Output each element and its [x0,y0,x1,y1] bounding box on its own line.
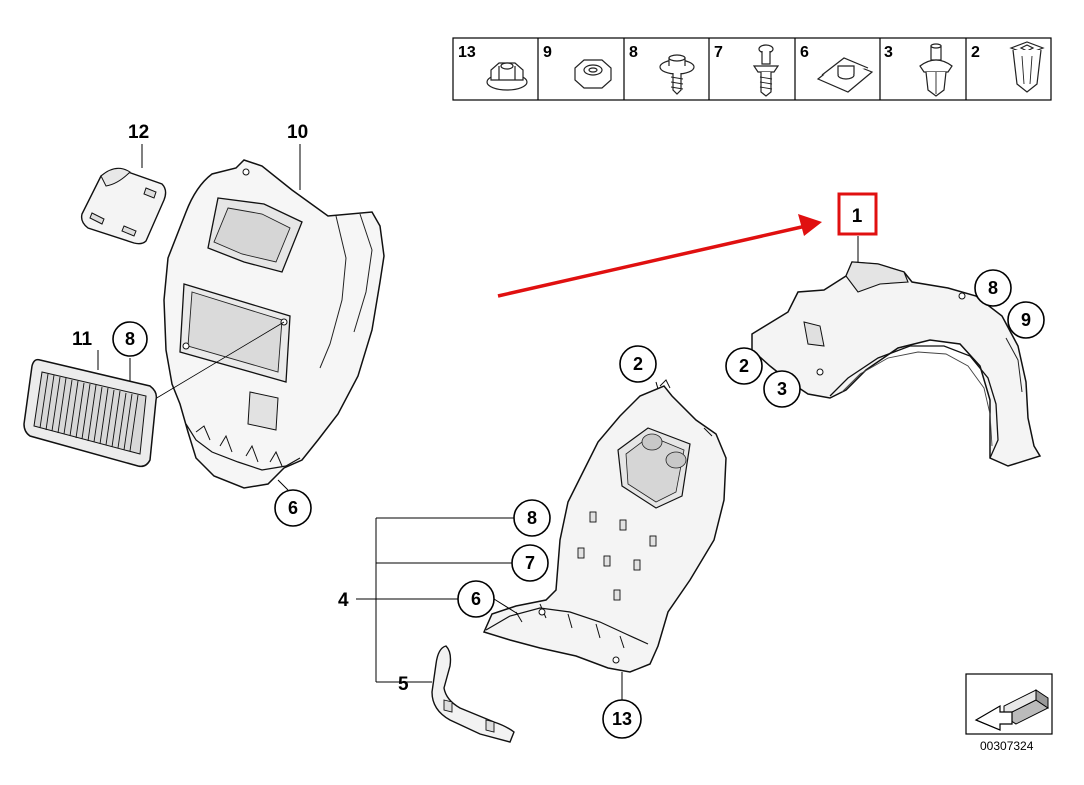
callout-8-liner: 8 [988,278,998,298]
callout-1: 1 [852,206,863,227]
callout-8-circle-a: 8 [974,269,1012,307]
callout-13-front: 13 [612,709,632,729]
callout-4: 4 [338,590,349,611]
callout-2-circle-b: 2 [619,345,657,383]
callout-13-circle: 13 [602,699,642,739]
callout-9-circle: 9 [1007,301,1045,339]
callout-11: 11 [72,329,93,350]
orientation-arrow-icon [965,673,1053,735]
part-1-wheel-arch-liner [751,236,1042,467]
callout-6-circle-b: 6 [457,580,495,618]
callout-2-circle-a: 2 [725,347,763,385]
callout-9-liner: 9 [1021,310,1031,330]
header-number: 3 [884,44,893,61]
header-number: 9 [543,44,552,61]
expanding-rivet-icon [919,43,953,97]
part-11-grille [23,321,285,468]
header-number: 2 [971,44,980,61]
header-number: 8 [629,44,638,61]
spring-nut-clip-icon [816,57,874,93]
document-number: 00307324 [980,739,1034,753]
callout-8-circle: 8 [112,321,148,357]
callout-3-liner: 3 [777,379,787,399]
callout-7-front: 7 [525,553,535,573]
hex-nut-icon [574,59,612,89]
push-rivet-icon [752,44,780,97]
callout-7-circle: 7 [511,544,549,582]
callout-5: 5 [398,674,409,695]
part-12-cover-plate [80,144,167,245]
callout-2-liner: 2 [739,356,749,376]
fastener-header-table: 13 9 8 7 6 3 2 [452,37,1052,101]
header-number: 7 [714,44,723,61]
part-1-highlight-box [837,192,878,236]
callout-2-front: 2 [633,354,643,374]
header-number: 6 [800,44,809,61]
plastic-nut-icon [1009,41,1045,93]
screw-with-washer-icon [659,54,695,95]
flange-nut-icon [486,62,528,91]
callout-10: 10 [287,122,308,143]
red-pointer-arrow [497,214,822,298]
callout-6-panel: 6 [288,498,298,518]
callout-6-front: 6 [471,589,481,609]
callout-12: 12 [128,122,149,143]
callout-3-circle: 3 [763,370,801,408]
callout-8-circle-c: 8 [513,499,551,537]
callout-bracket-lines [356,517,623,700]
callout-8-grille: 8 [125,329,135,349]
part-5-trim-strip [431,645,515,743]
part-4-wheel-arch-liner-front [482,379,727,673]
header-number: 13 [458,44,476,61]
callout-6-circle: 6 [274,479,312,527]
callout-8-front: 8 [527,508,537,528]
part-10-cover-panel [163,144,385,489]
